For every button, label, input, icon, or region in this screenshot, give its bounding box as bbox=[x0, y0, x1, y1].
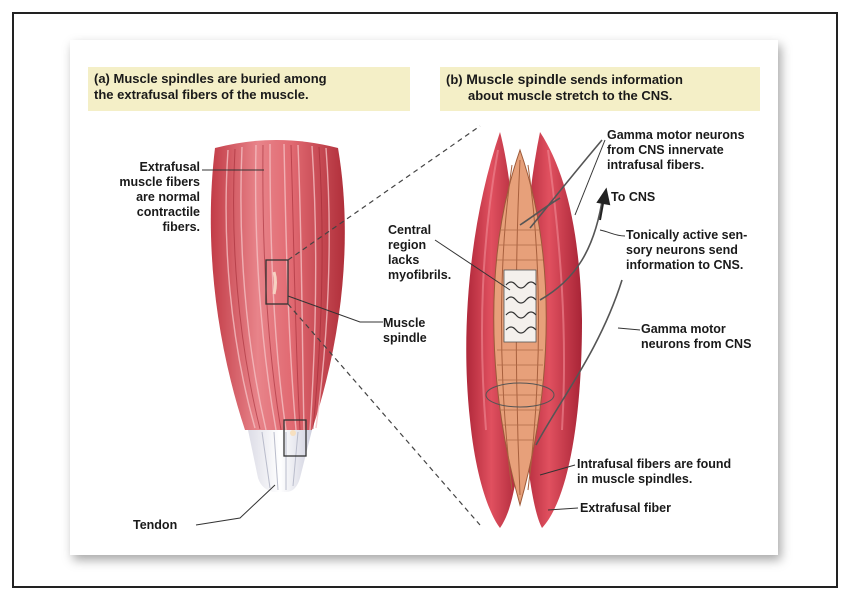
caption-b-title: Muscle spindle bbox=[466, 71, 566, 87]
caption-a-text: Muscle spindles are buried among the ext… bbox=[94, 71, 327, 102]
label-muscle-spindle: Muscle spindle bbox=[383, 316, 427, 346]
caption-b-text: sends information bbox=[567, 72, 683, 87]
caption-b-tag: (b) bbox=[446, 72, 463, 87]
label-gamma-motor-top: Gamma motor neurons from CNS innervate i… bbox=[607, 128, 745, 173]
label-to-cns: To CNS bbox=[611, 190, 655, 205]
label-extrafusal-muscle-fibers: Extrafusal muscle fibers are normal cont… bbox=[112, 160, 200, 235]
caption-b-text2: about muscle stretch to the CNS. bbox=[446, 88, 672, 103]
label-extrafusal-fiber: Extrafusal fiber bbox=[580, 501, 671, 516]
label-central-region: Central region lacks myofibrils. bbox=[388, 223, 451, 283]
tendon bbox=[248, 430, 312, 492]
label-gamma-motor-bottom: Gamma motor neurons from CNS bbox=[641, 322, 751, 352]
muscle-belly bbox=[211, 140, 345, 430]
label-sensory-neurons: Tonically active sen- sory neurons send … bbox=[626, 228, 747, 273]
caption-b: (b) Muscle spindle sends information abo… bbox=[440, 67, 760, 111]
caption-a-tag: (a) bbox=[94, 71, 110, 86]
caption-a: (a) Muscle spindles are buried among the… bbox=[88, 67, 410, 111]
label-tendon: Tendon bbox=[133, 518, 177, 533]
label-intrafusal-fibers: Intrafusal fibers are found in muscle sp… bbox=[577, 457, 731, 487]
